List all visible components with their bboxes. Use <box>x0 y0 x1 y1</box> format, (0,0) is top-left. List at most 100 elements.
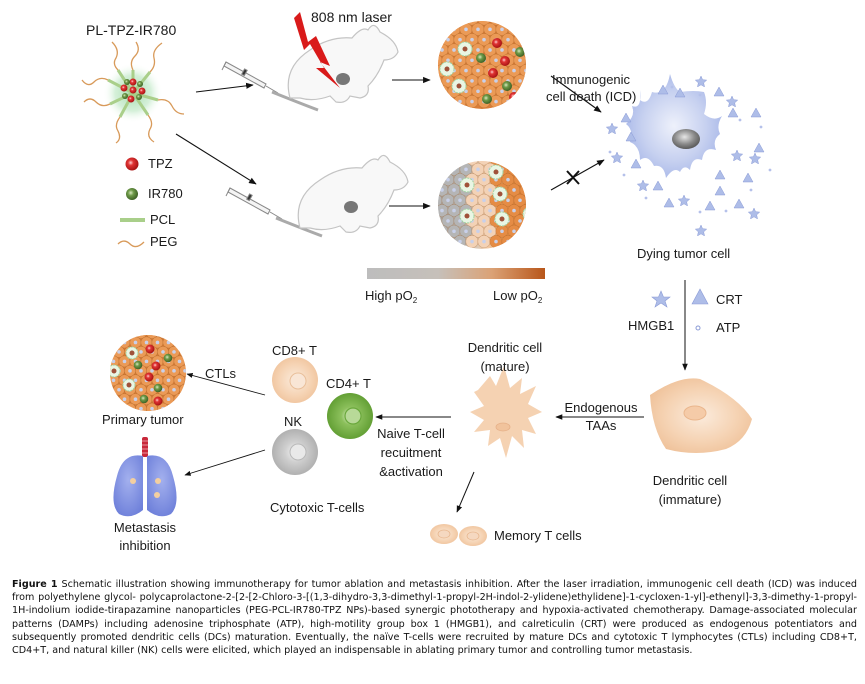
tumor-cell-nucleus <box>177 359 182 364</box>
crt-marker <box>713 86 725 97</box>
memory-label: Memory T cells <box>494 528 582 543</box>
tumor-cell-nucleus <box>458 17 462 21</box>
tumor-cell-nucleus <box>470 58 474 63</box>
tumor-cell-nucleus <box>446 17 450 21</box>
legend-tpz-label: TPZ <box>148 156 173 171</box>
tumor-cell-nucleus <box>161 406 165 411</box>
red-sphere-icon <box>125 157 139 171</box>
tumor-cell <box>438 95 443 109</box>
tumor-cell-nucleus <box>524 188 526 192</box>
tumor-cell-nucleus <box>488 27 492 32</box>
primary-tumor-icon <box>106 331 187 411</box>
crt-marker <box>750 107 762 118</box>
arrow-ctl-to-primary-tumor <box>186 373 266 396</box>
nanoparticle-core <box>456 83 462 89</box>
tumor-cell-nucleus <box>150 406 154 411</box>
mouse-tumor-1 <box>336 73 350 85</box>
tumor-cell-nucleus <box>524 48 526 52</box>
hmgb1-marker <box>610 151 624 164</box>
crt-marker <box>674 87 686 98</box>
figure-caption: Figure 1 Schematic illustration showing … <box>12 578 857 657</box>
tumor-cell-nucleus <box>458 99 462 104</box>
arrow-np-to-mouse2 <box>175 133 257 185</box>
tumor-cell-nucleus <box>440 188 444 192</box>
tumor-cell <box>501 161 515 166</box>
tumor-cell <box>441 21 455 26</box>
tumor-cell-nucleus <box>150 369 154 373</box>
tpz-marker <box>151 361 161 371</box>
dying-cell-nucleus <box>672 129 700 149</box>
crt-triangle-icon <box>691 288 709 305</box>
memory-t-cells-icon <box>430 524 487 546</box>
tumor-cell-nucleus <box>506 17 510 21</box>
crt-marker <box>742 172 754 183</box>
tumor-cell-nucleus <box>458 177 462 182</box>
tumor-cell-nucleus <box>172 331 176 335</box>
tumor-cell-nucleus <box>106 369 110 373</box>
low-po2-subscript: 2 <box>537 296 543 305</box>
tumor-cell-nucleus <box>482 17 486 21</box>
tumor-irradiated <box>438 17 526 109</box>
tumor-cell-nucleus <box>117 387 121 392</box>
atp-marker <box>622 173 626 177</box>
tumor-cell <box>441 235 455 249</box>
nanoparticle-core <box>129 350 135 356</box>
tumor-cell-nucleus <box>518 198 522 203</box>
naive-line3: &activation <box>379 464 443 479</box>
tumor-cell-nucleus <box>111 340 116 345</box>
tumor-cell <box>501 235 515 249</box>
endogenous-line1: Endogenous <box>564 400 638 415</box>
legend-peg-label: PEG <box>150 234 178 249</box>
tumor-cell <box>179 383 186 396</box>
atp-marker <box>749 188 753 192</box>
tumor-cell <box>519 162 526 176</box>
nanoparticle-core <box>444 66 450 72</box>
tumor-cell-nucleus <box>518 219 522 223</box>
green-bar-icon <box>120 218 145 222</box>
laser-label: 808 nm laser <box>311 9 392 25</box>
crt-label: CRT <box>716 292 743 307</box>
tumor-cell-nucleus <box>183 331 187 335</box>
tumor-cell <box>146 335 158 339</box>
tumor-cell <box>441 161 455 166</box>
tumor-cell-nucleus <box>476 208 480 213</box>
tumor-cell-nucleus <box>518 239 522 244</box>
tumor-cell-nucleus <box>183 369 186 373</box>
dc-immature-label: Dendritic cell (immature) <box>640 473 740 508</box>
tumor-cell-nucleus <box>458 198 462 203</box>
tumor-cell-nucleus <box>122 340 127 345</box>
tumor-cell <box>441 95 455 109</box>
tumor-cell-nucleus <box>518 37 522 42</box>
orange-wave-icon <box>117 240 145 248</box>
tumor-cell-nucleus <box>500 68 504 73</box>
legend-ir780-label: IR780 <box>148 186 183 201</box>
tumor-cell-nucleus <box>506 99 510 104</box>
tumor-cell-nucleus <box>494 17 498 21</box>
tumor-cell-nucleus <box>488 229 492 234</box>
tumor-cell-nucleus <box>166 397 171 402</box>
atp-marker <box>738 118 742 122</box>
tumor-cell <box>438 84 449 98</box>
nanoparticle-core <box>464 182 470 188</box>
tumor-cell <box>453 161 467 166</box>
tumor-cell-nucleus <box>177 397 182 402</box>
cd8-t-cell-icon <box>272 357 318 403</box>
arrow-np-to-mouse1 <box>195 82 254 93</box>
tumor-cell-nucleus <box>524 229 526 234</box>
tumor-cell-nucleus <box>144 359 149 364</box>
atp-marker <box>768 168 772 172</box>
tumor-cell-nucleus <box>518 58 522 63</box>
tumor-cell-nucleus <box>155 340 160 345</box>
tumor-cell <box>113 335 125 339</box>
tumor-cell-nucleus <box>494 79 498 83</box>
atp-marker <box>670 85 674 89</box>
tumor-cell-nucleus <box>518 157 522 161</box>
mouse-icon-1 <box>287 24 399 103</box>
tumor-cell-nucleus <box>440 89 444 94</box>
tumor-cell-nucleus <box>458 157 462 161</box>
high-po2-subscript: 2 <box>412 296 418 305</box>
tumor-cell-nucleus <box>452 229 456 234</box>
tumor-cell-nucleus <box>470 198 474 203</box>
high-po2-text: High pO <box>365 288 413 303</box>
crt-marker <box>714 169 726 180</box>
